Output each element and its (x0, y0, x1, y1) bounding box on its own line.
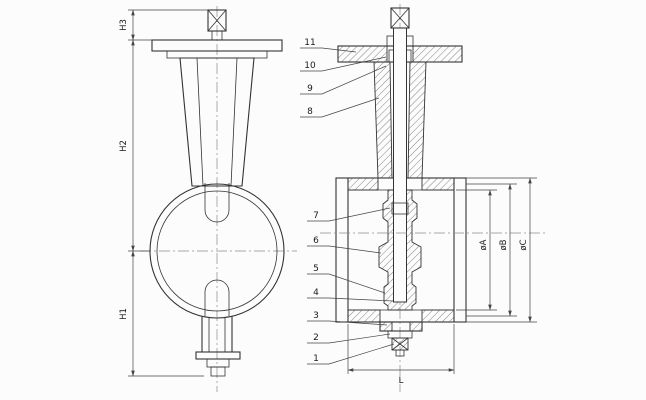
dim-label-dia-b: øB (499, 239, 509, 250)
dim-label-dia-c: øC (519, 239, 529, 250)
callout-number-6: 6 (313, 236, 319, 246)
callout-number-1: 1 (313, 354, 319, 364)
dim-label-h2: H2 (119, 140, 129, 152)
section-view: øA øB øC L 11 10 9 8 7 6 5 (300, 4, 548, 392)
callout-number-3: 3 (313, 311, 319, 321)
dim-label-dia-a: øA (479, 239, 489, 250)
section-stem-top-nut (390, 7, 410, 29)
stem-section (393, 27, 407, 303)
diameter-dimensions: øA øB øC (456, 177, 537, 323)
callout-number-2: 2 (313, 333, 319, 343)
callout-number-8: 8 (307, 107, 313, 117)
bottom-tip (395, 349, 405, 357)
part-callouts: 11 10 9 8 7 6 5 4 3 2 1 (300, 38, 395, 365)
callout-number-9: 9 (307, 84, 313, 94)
callout-number-4: 4 (313, 288, 319, 298)
valve-neck (179, 57, 255, 187)
dim-label-l: L (399, 376, 404, 386)
disc-hub-lower (204, 279, 230, 316)
left-view: H3 H2 H1 (119, 6, 297, 392)
neck-section-left (373, 61, 393, 179)
left-dimensions: H3 H2 H1 (119, 9, 208, 377)
callout-number-7: 7 (313, 211, 319, 221)
body-top-wall-left (347, 177, 379, 191)
bottom-shaft (195, 316, 241, 377)
stem-nut-upper (391, 202, 409, 215)
bottom-cover-stack (379, 321, 423, 357)
callout-number-11: 11 (304, 38, 315, 48)
dim-label-h3: H3 (119, 19, 129, 31)
bottom-nut (391, 337, 409, 351)
body-top-wall-right (421, 177, 455, 191)
callout-number-5: 5 (313, 264, 319, 274)
body-inner-circle (156, 190, 278, 312)
neck-section-right (407, 61, 427, 179)
disc-hub-upper (204, 183, 230, 223)
body-bottom-wall-right (421, 309, 455, 323)
dim-label-h1: H1 (119, 308, 129, 320)
callout-number-10: 10 (304, 61, 316, 71)
body-bottom-wall-left (347, 309, 381, 323)
length-dimension: L (347, 324, 455, 386)
